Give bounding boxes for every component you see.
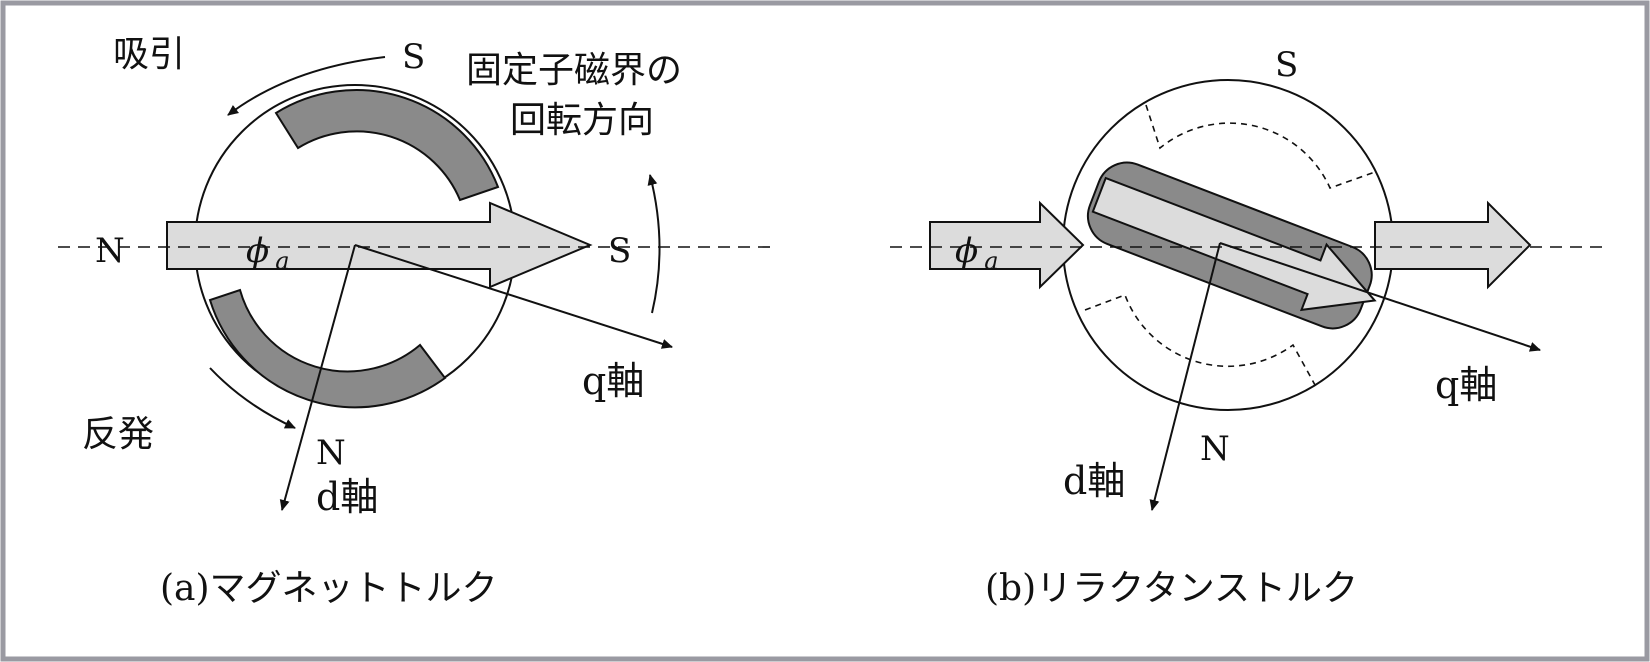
- d-axis-label-b: d軸: [1063, 459, 1125, 503]
- caption-b: (b)リラクタンストルク: [985, 568, 1358, 609]
- flux-arrow-in: [929, 200, 1085, 290]
- caption-a: (a)マグネットトルク: [160, 568, 498, 609]
- magnet-pole-top: [274, 89, 500, 202]
- rotation-direction-arrow: [647, 174, 661, 314]
- flux-arrow-rotor: [1091, 176, 1377, 312]
- q-axis-label-b: q軸: [1435, 363, 1497, 407]
- q-axis-line-a: [354, 244, 673, 349]
- d-axis-line-b: [1149, 242, 1221, 511]
- pole-top-label-a: S: [402, 37, 425, 77]
- pole-right-label-a: S: [608, 231, 631, 271]
- attract-arrow: [227, 56, 386, 116]
- d-axis-line-a: [279, 244, 356, 511]
- pole-left-label-a: N: [95, 231, 125, 271]
- pole-top-label-b: S: [1275, 45, 1298, 85]
- repel-arrow: [209, 367, 296, 429]
- rotation-label-line1: 固定子磁界の: [466, 50, 682, 91]
- repel-label: 反発: [82, 414, 154, 455]
- pole-bottom-label-b: N: [1200, 429, 1230, 469]
- rotation-label-line2: 回転方向: [510, 100, 654, 141]
- pole-bottom-label-a: N: [316, 433, 346, 473]
- flux-arrow-out: [1374, 200, 1532, 290]
- dashed-outline-top: [1145, 104, 1376, 190]
- attract-label: 吸引: [113, 34, 185, 75]
- flux-arrow-a: [166, 201, 593, 289]
- q-axis-line-b: [1219, 242, 1541, 352]
- q-axis-label-a: q軸: [582, 359, 644, 403]
- magnet-pole-bottom: [208, 288, 447, 409]
- dashed-outline-bottom: [1084, 293, 1316, 386]
- d-axis-label-a: d軸: [316, 475, 378, 519]
